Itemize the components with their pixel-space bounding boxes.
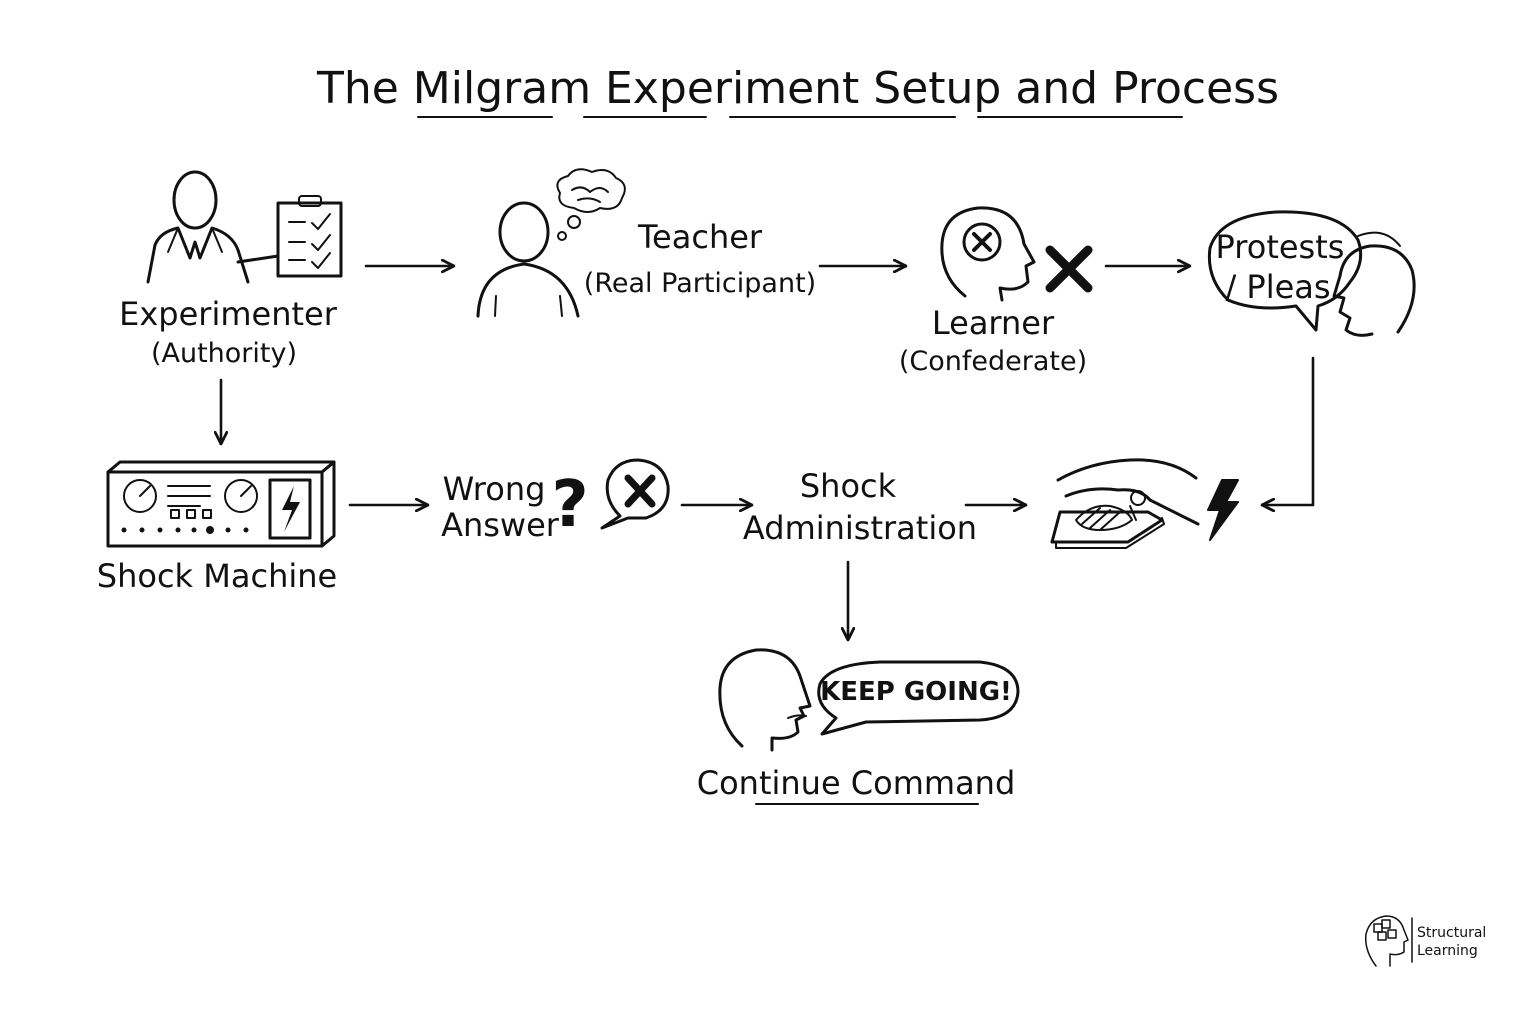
keep-going-text: KEEP GOING! bbox=[820, 677, 1012, 707]
shock-administration-line2: Administration bbox=[743, 509, 977, 547]
learner-sublabel: (Confederate) bbox=[899, 346, 1087, 377]
shock-machine-label: Shock Machine bbox=[97, 557, 337, 595]
experimenter-label: Experimenter bbox=[119, 295, 338, 333]
learner-head-icon bbox=[940, 206, 1036, 302]
experimenter-icon bbox=[146, 170, 343, 284]
protesting-face-icon bbox=[1332, 244, 1416, 337]
learner-cross-icon bbox=[1045, 245, 1093, 293]
wrong-answer-line1: Wrong bbox=[443, 470, 546, 508]
brand-line2: Learning bbox=[1417, 943, 1478, 959]
lightning-bolt-icon bbox=[1207, 479, 1239, 541]
authority-face-icon bbox=[718, 648, 812, 752]
shock-administration-line1: Shock bbox=[800, 467, 897, 505]
arrow-protests-to-switch bbox=[1260, 356, 1315, 505]
question-mark-icon: ? bbox=[551, 468, 588, 542]
wrong-answer-bubble-icon bbox=[600, 458, 670, 530]
learner-label: Learner bbox=[932, 304, 1055, 342]
diagram-title: The Milgram Experiment Setup and Process bbox=[316, 63, 1279, 114]
protests-bubble-icon bbox=[1207, 210, 1401, 332]
teacher-sublabel: (Real Participant) bbox=[584, 268, 816, 299]
continue-command-label: Continue Command bbox=[697, 764, 1016, 802]
keep-going-bubble-icon bbox=[817, 660, 1020, 736]
experimenter-sublabel: (Authority) bbox=[151, 338, 297, 369]
protests-line1: Protests bbox=[1216, 228, 1345, 266]
teacher-icon bbox=[476, 168, 626, 318]
structural-learning-logo-icon bbox=[1364, 915, 1413, 967]
shock-machine-icon bbox=[106, 460, 336, 548]
protests-line2: / Pleas bbox=[1225, 268, 1330, 306]
brand-line1: Structural bbox=[1417, 925, 1486, 941]
hand-pressing-switch-icon bbox=[1050, 458, 1200, 549]
teacher-label: Teacher bbox=[637, 218, 763, 256]
wrong-answer-line2: Answer bbox=[441, 506, 560, 544]
